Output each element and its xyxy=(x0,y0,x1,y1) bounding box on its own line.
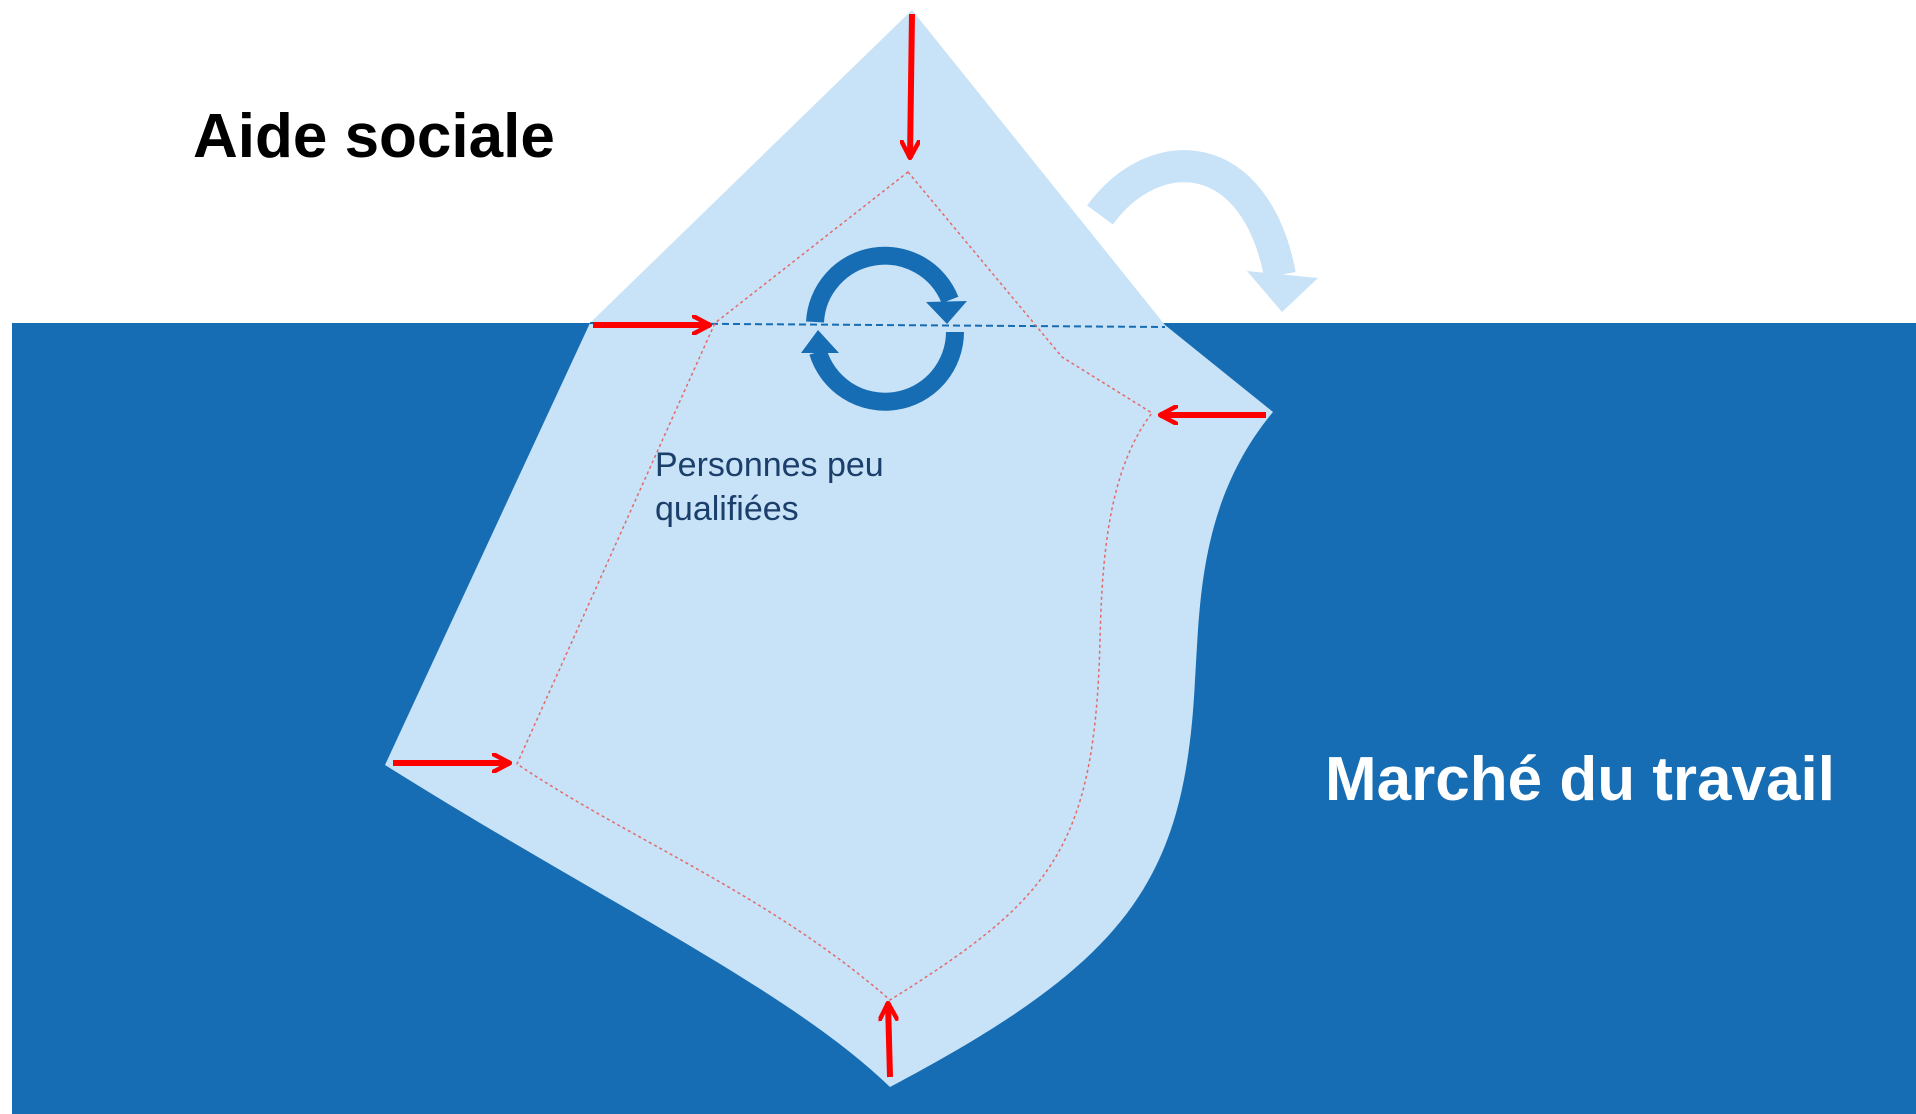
label-group-line1: Personnes peu xyxy=(655,446,884,484)
inner-boundary xyxy=(516,170,1154,1001)
label-group-line2: qualifiées xyxy=(655,490,799,528)
pressure-arrows xyxy=(393,13,1266,1078)
label-aide-sociale: Aide sociale xyxy=(193,102,555,171)
water-line xyxy=(589,322,1166,328)
arrow-icon-top xyxy=(910,13,912,158)
label-marche-du-travail: Marché du travail xyxy=(1325,745,1835,814)
cycle-icon xyxy=(801,246,967,411)
curved-arrow-icon xyxy=(1087,150,1318,312)
arrow-icon-bottom xyxy=(888,1003,890,1078)
label-personnes-peu-qualifiees: Personnes peu qualifiées xyxy=(655,443,884,531)
iceberg-shape xyxy=(385,10,1273,1087)
